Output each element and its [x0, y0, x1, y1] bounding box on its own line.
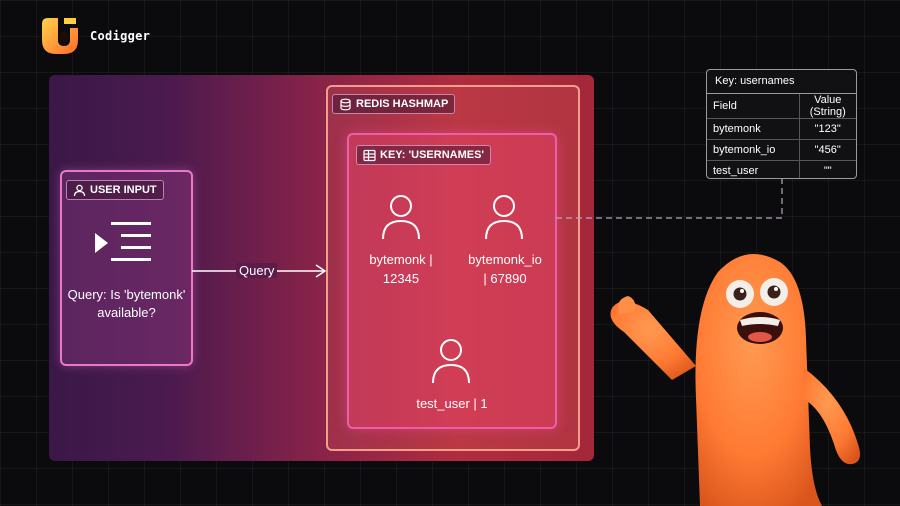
user-entry-bytemonk-io: bytemonk_io | 67890 — [456, 250, 554, 288]
user-icon — [73, 184, 86, 197]
key-usernames-chip: KEY: 'USERNAMES' — [356, 145, 491, 165]
text-lines-icon — [93, 222, 153, 270]
query-arrow-label: Query — [236, 263, 277, 278]
dashed-connector — [556, 176, 788, 222]
table-cell-field: bytemonk_io — [707, 140, 799, 161]
table-header-row: Field Value (String) — [707, 94, 856, 119]
redis-hashmap-chip: REDIS HASHMAP — [332, 94, 455, 114]
brand-name: Codigger — [90, 29, 150, 43]
usernames-table: Key: usernames Field Value (String) byte… — [706, 69, 857, 179]
redis-hashmap-label: REDIS HASHMAP — [356, 98, 448, 110]
table-row: test_user "" — [707, 161, 856, 180]
user-input-label: USER INPUT — [90, 184, 157, 196]
user-input-chip: USER INPUT — [66, 180, 164, 200]
table-cell-field: bytemonk — [707, 119, 799, 140]
table-header-value: Value (String) — [799, 94, 856, 119]
user-icon — [381, 194, 421, 240]
query-question: Query: Is 'bytemonk' available? — [66, 286, 187, 322]
table-row: bytemonk_io "456" — [707, 140, 856, 161]
key-usernames-label: KEY: 'USERNAMES' — [380, 149, 484, 161]
table-icon — [363, 149, 376, 162]
table-cell-value: "123" — [799, 119, 856, 140]
user-entry-test-user: test_user | 1 — [400, 394, 504, 413]
table-title: Key: usernames — [707, 70, 856, 94]
table-header-field: Field — [707, 94, 799, 119]
table-cell-value: "" — [799, 161, 856, 180]
user-icon — [484, 194, 524, 240]
database-icon — [339, 98, 352, 111]
table-row: bytemonk "123" — [707, 119, 856, 140]
table-cell-field: test_user — [707, 161, 799, 180]
codigger-logo — [38, 14, 82, 58]
user-entry-bytemonk: bytemonk | 12345 — [355, 250, 447, 288]
user-icon — [431, 338, 471, 384]
orange-monster-mascot — [608, 248, 878, 506]
table-cell-value: "456" — [799, 140, 856, 161]
usernames-table-grid: Field Value (String) bytemonk "123" byte… — [707, 94, 856, 179]
